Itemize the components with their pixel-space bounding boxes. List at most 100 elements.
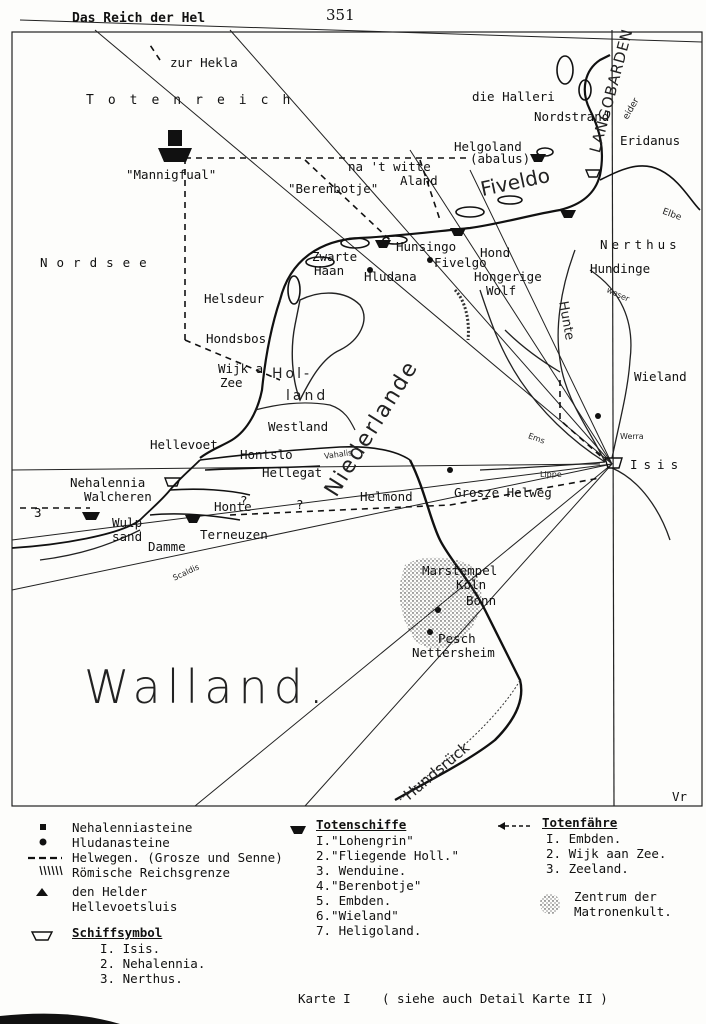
ships [82, 130, 576, 523]
coastline-elbe [599, 165, 701, 211]
legend-totenfahre-1: I. Embden. [546, 831, 622, 846]
legend-nehalenniasteine: Nehalenniasteine [72, 820, 193, 835]
label-wieland: Wieland [634, 369, 687, 384]
label-hontslo: Hontslo [240, 447, 293, 462]
legend-totenschiffe-4: 4."Berenbotje" [316, 878, 422, 893]
label-hludana: Hludana [364, 269, 417, 284]
label-witte-2: Aland [400, 173, 438, 188]
label-wijk-1: Wijk a [218, 361, 264, 376]
legend-totenschiffe-5: 5. Embden. [316, 893, 392, 908]
map-frame [11, 31, 703, 807]
label-pesch: Pesch [438, 631, 476, 646]
label-nordsee: Nordsee [40, 255, 156, 270]
legend-schiffsymbol-title: Schiffsymbol [72, 925, 163, 940]
label-helmond: Helmond [360, 489, 413, 504]
label-eridanus: Eridanus [620, 133, 681, 148]
legend-hellevoetsluis: Hellevoetsluis [72, 899, 178, 914]
holland-inner-line [254, 402, 356, 431]
label-fivelgo: Fivelgo [434, 255, 487, 270]
label-hellegat: Hellegat [262, 465, 323, 480]
label-hongerige: Hongerige [474, 269, 542, 284]
label-helsdeur: Helsdeur [204, 291, 265, 306]
legend-schiffsymbol-3: 3. Nerthus. [100, 971, 183, 986]
hundsruck-ridge [399, 679, 521, 801]
caption-siehe: ( siehe auch Detail Karte II ) [382, 991, 608, 1006]
label-haan: Haan [314, 263, 345, 278]
label-koln: Koln [456, 577, 487, 592]
legend-totenfahre-2: 2. Wijk aan Zee. [546, 846, 667, 861]
label-nehalennia: Nehalennia [70, 475, 146, 490]
legend-totenschiffe-6: 6."Wieland" [316, 908, 399, 923]
stone-markers [367, 257, 601, 635]
label-holland-2: land [286, 388, 329, 404]
frisian-islands [287, 55, 592, 305]
label-hellevoet: Hellevoet [150, 437, 218, 452]
label-totenreich: Totenreich [86, 93, 305, 108]
label-wijk-2: Zee [220, 375, 243, 390]
legend-totenschiffe-7: 7. Heligoland. [316, 923, 422, 938]
label-nerthus: Nerthus [600, 237, 681, 252]
label-nettersheim: Nettersheim [412, 645, 495, 660]
hunte-marker [453, 288, 470, 341]
matronenkult-area [399, 557, 482, 649]
label-berenbotje: "Berenbotje" [288, 181, 379, 196]
top-border-line [19, 19, 703, 43]
page-number: 351 [326, 6, 355, 24]
legend-zentrum-2: Matronenkult. [574, 904, 672, 919]
label-wolf: Wolf [486, 283, 517, 298]
legend-totenschiffe-2: 2."Fliegende Holl." [316, 848, 459, 863]
frame-inner-line [611, 29, 615, 807]
label-witte-1: na 't witte [348, 159, 431, 174]
label-wulp-2: sand [112, 529, 143, 544]
label-lippe: Lippe [540, 470, 562, 479]
legend-helder: den Helder [72, 884, 148, 899]
label-abalus: (abalus) [470, 151, 531, 166]
legend-graphics [28, 822, 560, 941]
coastline-zeeland [11, 459, 201, 549]
rivers [39, 249, 671, 561]
label-vr: Vr [672, 789, 688, 804]
coastline-holland [199, 299, 282, 459]
legend-helwegen: Helwegen. (Grosze und Senne) [72, 850, 283, 865]
label-zwarte: Zwarte [312, 249, 358, 264]
rhine-delta [149, 446, 411, 521]
legend-schiffsymbol-1: I. Isis. [100, 941, 161, 956]
label-hondsbos: Hondsbos [206, 331, 267, 346]
cult-ships [163, 169, 623, 487]
label-helgoland: Helgoland [454, 139, 522, 154]
legend-totenfahre-3: 3. Zeeland. [546, 861, 629, 876]
legend-totenschiffe-1: I."Lohengrin" [316, 833, 414, 848]
label-wulp-1: Wulp [112, 515, 143, 530]
label-isis: Isis [630, 457, 685, 472]
label-marstempel: Marstempel [422, 563, 498, 578]
label-halleri: die Halleri [472, 89, 555, 104]
label-nordstrand: Nordstrand [534, 109, 610, 124]
label-hundinge: Hundinge [590, 261, 651, 276]
label-damme: Damme [148, 539, 186, 554]
label-question-2: ? [240, 493, 248, 508]
legend-schiffsymbol-2: 2. Nehalennia. [100, 956, 206, 971]
dashed-routes [20, 44, 606, 516]
label-zur-hekla: zur Hekla [170, 55, 238, 70]
label-hunsingo: Hunsingo [396, 239, 457, 254]
label-terneuzen: Terneuzen [200, 527, 268, 542]
label-westland: Westland [268, 419, 329, 434]
legend-totenschiffe-title: Totenschiffe [316, 817, 407, 832]
label-hond: Hond [480, 245, 511, 260]
caption-karte: Karte I [298, 991, 351, 1006]
label-bonn: Bonn [466, 593, 497, 608]
page-shadow [0, 1013, 120, 1024]
label-grosze-helweg: Grosze Helweg [454, 485, 552, 500]
label-route-3: 3 [34, 505, 42, 520]
label-werra: Werra [620, 432, 644, 441]
label-walcheren: Walcheren [84, 489, 152, 504]
zuiderzee [291, 292, 365, 402]
legend-reichsgrenze: Römische Reichsgrenze [72, 865, 231, 880]
legend-hludanasteine: Hludanasteine [72, 835, 170, 850]
map-title: Das Reich der Hel [72, 11, 206, 26]
legend-totenfahre-title: Totenfähre [542, 815, 618, 830]
label-holland-1: Hol- [272, 366, 313, 382]
label-walland: Walland. [84, 660, 330, 714]
